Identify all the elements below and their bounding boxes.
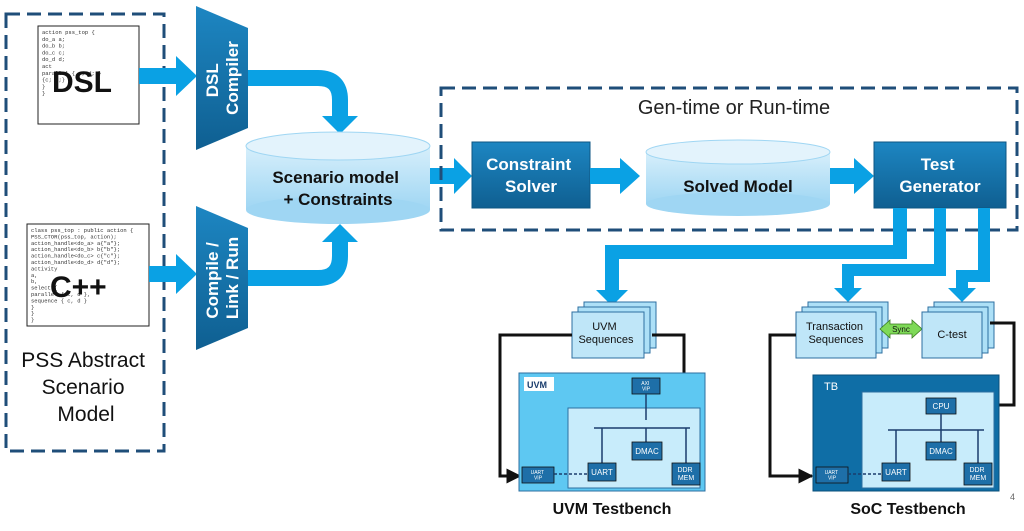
cpp-code-line: } xyxy=(31,304,34,311)
dsl-code-line: do_c c; xyxy=(42,49,65,56)
dsl-compiler-block: DSL Compiler xyxy=(196,6,248,150)
dsl-code-line: do_d d; xyxy=(42,56,65,63)
test-generator-block: Test Generator xyxy=(873,141,1007,209)
cpp-code-line: parallel { c, d }, xyxy=(31,291,90,298)
arrow-cpp-compiler-to-scenario xyxy=(248,240,348,286)
cpp-code-line: a, xyxy=(31,272,38,279)
dsl-code-line: } xyxy=(42,90,45,97)
svg-text:Constraint Solver: Constraint Solver xyxy=(486,155,576,196)
svg-text:CPU: CPU xyxy=(933,402,950,411)
svg-text:C-test: C-test xyxy=(937,329,966,341)
soc-tb-label: TB xyxy=(824,381,838,393)
cpp-code-line: class pss_top : public action { xyxy=(31,227,133,234)
cpp-code-card: class pss_top : public action { PSS_CTOR… xyxy=(26,223,150,327)
svg-text:UART VIP: UART VIP xyxy=(531,470,546,482)
svg-text:Transaction Sequences: Transaction Sequences xyxy=(806,321,866,346)
soc-cpu: CPU xyxy=(925,397,957,415)
soc-loop-left xyxy=(768,333,814,484)
c-test-stack: C-test xyxy=(921,301,995,359)
uvm-axi-vip: AXI VIP xyxy=(631,377,661,395)
cpp-code-line: } xyxy=(31,317,34,324)
arrow-head xyxy=(322,116,358,134)
dsl-code-line: do_a a; xyxy=(42,36,65,43)
gen-run-time-title: Gen-time or Run-time xyxy=(638,97,830,119)
svg-text:UART: UART xyxy=(885,468,907,477)
uvm-loop-left xyxy=(498,333,572,484)
arrow-cpp-to-compiler xyxy=(149,254,197,294)
cpp-compiler-block: Compile / Link / Run xyxy=(196,206,248,350)
svg-text:DMAC: DMAC xyxy=(635,447,659,456)
arrow-head xyxy=(596,290,628,306)
soc-dmac: DMAC xyxy=(925,441,957,461)
gen-run-time-box xyxy=(439,86,1019,232)
slide-number: 4 xyxy=(1010,492,1015,502)
dsl-code-card: action pss_top { do_a a; do_b b; do_c c;… xyxy=(37,25,140,125)
dsl-code-line: parallel { c; d; } xyxy=(42,70,101,77)
dsl-code-line: } xyxy=(42,83,45,90)
uvm-testbench-caption: UVM Testbench xyxy=(553,501,672,518)
arrow-dsl-to-compiler xyxy=(139,56,197,96)
svg-text:DDR MEM: DDR MEM xyxy=(969,467,986,482)
pss-abstract-model-label: PSS Abstract Scenario Model xyxy=(21,349,151,426)
dsl-code-line: {c; d;} xyxy=(42,77,65,84)
svg-text:UVM Sequences: UVM Sequences xyxy=(578,321,634,346)
svg-text:UVM: UVM xyxy=(527,380,547,390)
arrow-scenario-to-solver xyxy=(430,158,472,194)
svg-text:UART VIP: UART VIP xyxy=(825,470,840,482)
pss-abstract-model-box xyxy=(4,12,166,453)
uvm-uart: UART xyxy=(587,462,617,482)
uvm-logo: UVM xyxy=(524,377,554,391)
svg-text:DMAC: DMAC xyxy=(929,447,953,456)
uvm-uart-vip: UART VIP xyxy=(521,466,555,484)
cpp-code-line: action_handle<do_b> b{"b"}; xyxy=(31,246,120,253)
svg-text:Sync: Sync xyxy=(892,325,910,334)
cpp-code-line: sequence { c, d } xyxy=(31,297,87,304)
constraint-solver-block: Constraint Solver xyxy=(471,141,591,209)
cpp-code-line: activity xyxy=(31,265,58,272)
dsl-code-line: action pss_top { xyxy=(42,29,95,36)
arrow-dsl-compiler-to-scenario xyxy=(248,70,348,118)
dsl-code-line: act xyxy=(42,63,52,70)
arrow-generator-to-uvm-seq xyxy=(605,208,907,292)
svg-text:DDR MEM: DDR MEM xyxy=(677,467,694,482)
arrow-solver-to-solved xyxy=(590,158,640,194)
svg-text:action pss_top { do_a: action pss_top { do_a a; do_b b; do_c c;… xyxy=(42,29,105,97)
cpp-code-line: action_handle<do_c> c{"c"}; xyxy=(31,253,120,260)
cpp-code-line: b, xyxy=(31,278,38,285)
cpp-code-line: action_handle<do_d> d{"d"}; xyxy=(31,259,120,266)
arrow-solved-to-generator xyxy=(830,158,874,194)
svg-text:Compile / Link / Run: Compile / Link / Run xyxy=(203,237,242,319)
arrow-generator-to-transaction xyxy=(842,208,946,290)
arrow-generator-to-ctest xyxy=(956,208,990,290)
arrow-head xyxy=(834,288,862,302)
solved-model-cylinder: Solved Model xyxy=(645,139,831,216)
dsl-badge: DSL xyxy=(52,66,112,99)
soc-testbench-caption: SoC Testbench xyxy=(850,501,965,518)
cpp-code-line: } xyxy=(31,310,34,317)
soc-uart: UART xyxy=(881,462,911,482)
scenario-model-cylinder: Scenario model + Constraints xyxy=(245,131,431,224)
svg-text:Test Generator: Test Generator xyxy=(899,155,981,196)
soc-ddr-mem: DDR MEM xyxy=(963,462,993,486)
uvm-dmac: DMAC xyxy=(631,441,663,461)
cpp-code-line: PSS_CTOR(pss_top, action); xyxy=(31,233,117,240)
arrow-head xyxy=(322,224,358,242)
arrow-head xyxy=(948,288,976,302)
svg-text:DSL Compiler: DSL Compiler xyxy=(203,41,242,115)
svg-text:Solved Model: Solved Model xyxy=(683,177,793,196)
uvm-sequences-stack: UVM Sequences xyxy=(571,301,657,359)
cpp-badge: C++ xyxy=(50,271,107,304)
soc-uart-vip: UART VIP xyxy=(815,466,849,484)
svg-text:UART: UART xyxy=(591,468,613,477)
cpp-code-line: select { xyxy=(31,285,57,292)
transaction-sequences-stack: Transaction Sequences xyxy=(795,301,889,359)
uvm-ddr-mem: DDR MEM xyxy=(671,462,701,486)
svg-text:AXI VIP: AXI VIP xyxy=(641,381,650,393)
svg-text:Scenario model + Constra: Scenario model + Constraints xyxy=(272,168,403,209)
dsl-code-line: do_b b; xyxy=(42,43,65,50)
svg-text:class pss_top : public action: class pss_top : public action { PSS_CTOR… xyxy=(31,227,137,324)
cpp-code-line: action_handle<do_a> a{"a"}; xyxy=(31,240,120,247)
